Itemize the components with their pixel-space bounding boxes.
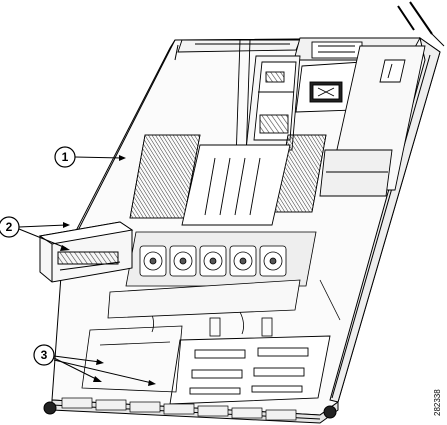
- rack-feet: [43, 401, 337, 419]
- fan-modules: [125, 231, 317, 287]
- callout-3-leader-c: [53, 359, 153, 384]
- removable-module: [38, 221, 134, 283]
- drive-cage: [169, 335, 331, 405]
- callout-1-label: 1: [62, 150, 69, 164]
- callout-1-arrowhead: [119, 155, 126, 161]
- callout-2-arrowhead-b: [60, 245, 70, 251]
- callout-3-label: 3: [41, 348, 48, 362]
- callout-2: 2: [0, 216, 70, 251]
- callout-3-leader-a: [53, 355, 101, 363]
- figure-id: 282338: [433, 389, 442, 416]
- air-baffle: [181, 144, 291, 226]
- processor-heatsink: [295, 61, 363, 113]
- callout-3-arrowhead-a: [96, 359, 104, 365]
- lower-floor-brackets: [81, 279, 341, 393]
- callout-2-leader-b: [18, 228, 67, 249]
- callout-2-leader-a: [18, 224, 67, 228]
- callout-3-arrowhead-b: [93, 376, 102, 382]
- callout-3: 3: [33, 344, 156, 386]
- front-drive-bays: [61, 397, 297, 421]
- callout-1: 1: [54, 146, 126, 168]
- riser-card: [245, 55, 301, 151]
- callout-3-circle: [33, 344, 55, 366]
- rail-rods: [397, 1, 445, 47]
- callout-1-leader: [74, 156, 123, 159]
- callout-3-arrowhead-c: [148, 380, 156, 386]
- power-supply-bays: [319, 45, 426, 197]
- callout-2-arrowhead-a: [63, 222, 70, 228]
- callout-2-label: 2: [6, 220, 13, 234]
- rear-structure: [177, 37, 421, 161]
